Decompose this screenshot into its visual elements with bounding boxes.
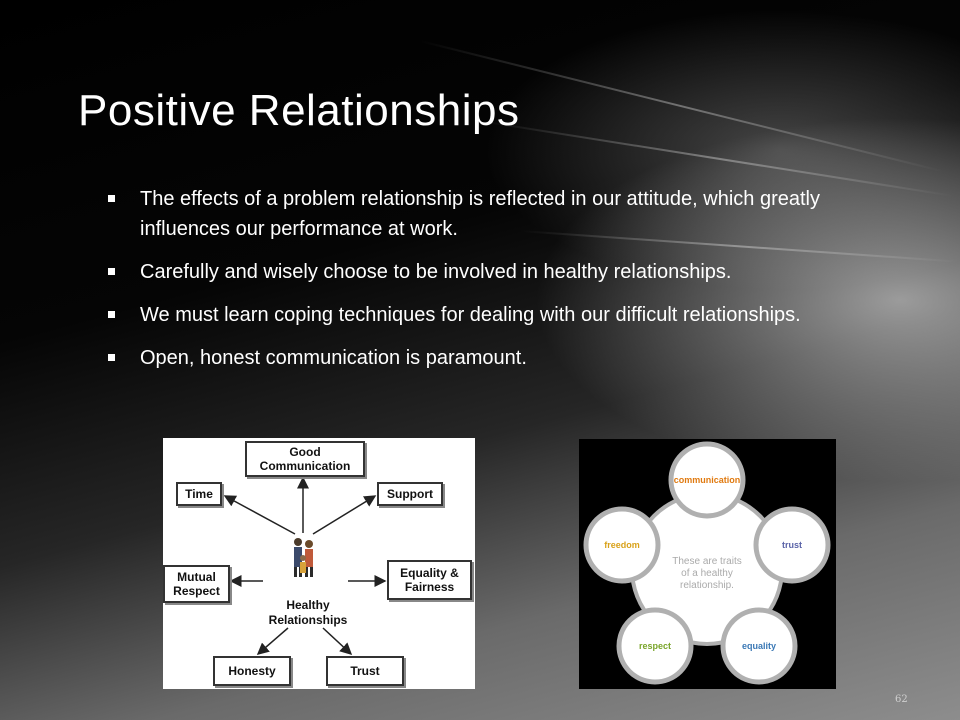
bullet-item: We must learn coping techniques for deal…	[108, 300, 908, 330]
trait-label-freedom: freedom	[604, 540, 640, 550]
bullet-marker-icon	[108, 354, 115, 361]
bullet-item: Carefully and wisely choose to be involv…	[108, 257, 908, 287]
box-label: Communication	[259, 459, 351, 473]
box-label: Good	[289, 445, 321, 459]
center-text-line: relationship.	[680, 580, 734, 591]
healthy-relationships-label: Healthy Relationships	[253, 598, 363, 628]
equality-fairness-box: Equality & Fairness	[387, 560, 472, 600]
mutual-respect-box: Mutual Respect	[163, 565, 230, 603]
trait-circle-equality	[720, 607, 798, 685]
family-icon	[294, 538, 313, 577]
time-box: Time	[176, 482, 222, 506]
bullet-marker-icon	[108, 268, 115, 275]
slide-title: Positive Relationships	[78, 86, 520, 135]
box-label: Time	[185, 487, 213, 501]
box-label: Respect	[173, 584, 220, 598]
trust-box: Trust	[326, 656, 404, 686]
trait-label-equality: equality	[742, 641, 776, 651]
bullet-item: Open, honest communication is paramount.	[108, 343, 908, 373]
box-label: Support	[387, 487, 433, 501]
trait-label-trust: trust	[782, 540, 802, 550]
trait-circle-respect	[616, 607, 694, 685]
trait-circle-freedom	[583, 506, 661, 584]
center-label: Healthy	[286, 598, 330, 612]
bullet-marker-icon	[108, 311, 115, 318]
diagram-arrows	[223, 476, 387, 656]
box-label: Fairness	[404, 580, 455, 594]
trait-circle-trust	[753, 506, 831, 584]
center-text-line: These are traits	[672, 556, 741, 567]
bullet-text: Carefully and wisely choose to be involv…	[140, 261, 732, 283]
trait-label-communication: communication	[674, 475, 741, 485]
bullet-item: The effects of a problem relationship is…	[108, 184, 908, 244]
box-label: Trust	[350, 664, 380, 678]
box-label: Honesty	[228, 664, 276, 678]
traits-diagram-graphic: These are traits of a healthy relationsh…	[583, 441, 831, 685]
traits-diagram: These are traits of a healthy relationsh…	[579, 439, 836, 689]
bullet-text: We must learn coping techniques for deal…	[140, 304, 801, 326]
box-label: Mutual	[177, 570, 216, 584]
bullet-marker-icon	[108, 195, 115, 202]
good-communication-box: Good Communication	[245, 441, 365, 477]
bullet-text: Open, honest communication is paramount.	[140, 347, 527, 369]
trait-circle-communication	[668, 441, 746, 519]
center-label: Relationships	[268, 613, 348, 627]
page-number: 62	[895, 694, 908, 705]
box-label: Equality &	[400, 566, 459, 580]
healthy-relationships-diagram: Good Communication Time Support Mutual R…	[163, 438, 475, 689]
honesty-box: Honesty	[213, 656, 291, 686]
bullet-text: The effects of a problem relationship is…	[140, 188, 820, 240]
center-text-line: of a healthy	[681, 568, 733, 579]
trait-label-respect: respect	[639, 641, 671, 651]
bullet-list: The effects of a problem relationship is…	[108, 184, 908, 386]
support-box: Support	[377, 482, 443, 506]
